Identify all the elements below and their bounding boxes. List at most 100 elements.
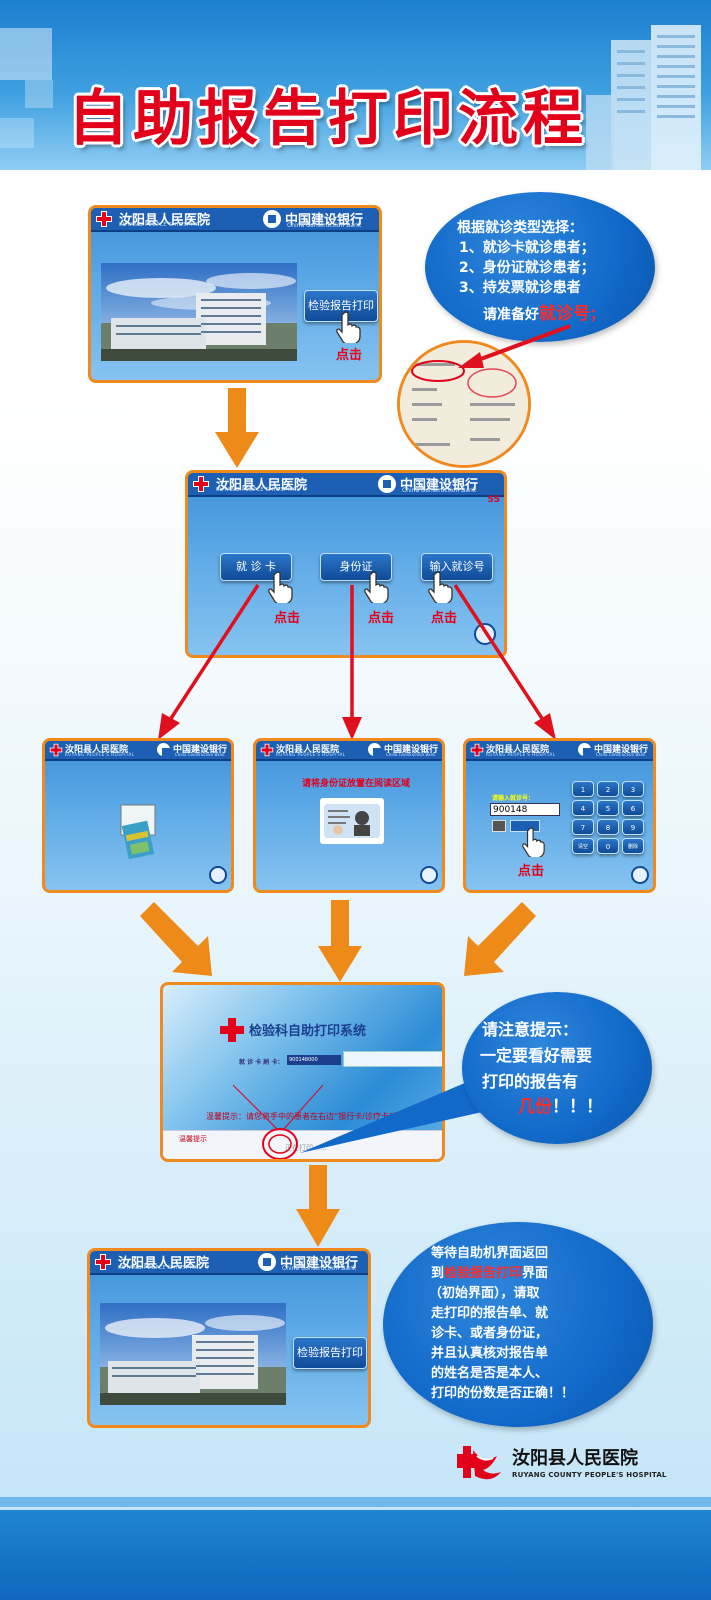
hand-pointer-icon: [522, 827, 545, 857]
bank-name-en: China Construction Bank: [386, 752, 436, 757]
click-label: 点击: [336, 348, 363, 363]
notice-line-1: 请注意提示：: [482, 1020, 579, 1039]
final-line-8: 打印的份数是否正确！！: [431, 1386, 575, 1401]
click-label: 点击: [431, 611, 458, 626]
final-instruction-bubble: 等待自助机界面返回 到检验报告打印界面 （初始界面），请取 走打印的报告单、就 …: [383, 1222, 653, 1427]
flow-arrow-down: [215, 388, 259, 468]
step3-card-screen: 汝阳县人民医院 RUYANG PEOPLE'S HOSPITAL 中国建设银行 …: [42, 738, 234, 893]
key[interactable]: 删除: [622, 838, 644, 854]
bubble-tail: [300, 1068, 500, 1153]
footer-hospital-name: 汝阳县人民医院: [512, 1448, 638, 1469]
screen-header: 汝阳县人民医院 RUYANG PEOPLE'S HOSPITAL 中国建设银行 …: [90, 1251, 368, 1275]
step4-print-system-screen: 检验科自助打印系统 就 诊 卡 刷 卡： 900148000 温馨提示：请您将手…: [160, 982, 445, 1162]
printing-status: 正在打印……: [285, 1144, 327, 1152]
system-title: 检验科自助打印系统: [249, 1024, 367, 1039]
bank-name-en: China Construction Bank: [175, 752, 225, 757]
hospital-logo-icon: [470, 743, 484, 757]
key[interactable]: 0: [597, 838, 619, 854]
red-pointer-lines: [233, 1085, 323, 1131]
prepare-suffix: ；: [590, 307, 604, 323]
hand-pointer-icon: [336, 311, 361, 343]
key[interactable]: 1: [572, 781, 594, 797]
key[interactable]: 2: [597, 781, 619, 797]
hospital-name-en: RUYANG PEOPLE'S HOSPITAL: [65, 752, 135, 757]
bank-name-en: China Construction Bank: [402, 487, 477, 494]
print-report-button[interactable]: 检验报告打印: [304, 290, 378, 322]
key[interactable]: 5: [597, 800, 619, 816]
hospital-name: 汝阳县人民医院: [486, 745, 550, 755]
footer-band-light: [0, 1497, 711, 1507]
notice-suffix: ！！！: [552, 1097, 603, 1117]
hospital-name: 汝阳县人民医院: [119, 213, 211, 228]
print-report-button[interactable]: 检验报告打印: [293, 1337, 367, 1369]
card-swipe-value: 900148000: [287, 1055, 341, 1065]
highlight-circle: [262, 1128, 298, 1159]
notice-line-4: 几份！！！: [518, 1092, 603, 1117]
key[interactable]: 4: [572, 800, 594, 816]
hand-pointer-icon: [428, 571, 453, 603]
page-title: 自助报告打印流程: [68, 84, 588, 154]
key[interactable]: 8: [597, 819, 619, 835]
bank-logo-icon: [368, 743, 381, 756]
hospital-name: 汝阳县人民医院: [216, 478, 308, 493]
final-line-2-pre: 到: [431, 1266, 445, 1281]
hospital-name: 汝阳县人民医院: [118, 1256, 210, 1271]
card-swipe-input[interactable]: [343, 1051, 442, 1067]
hospital-name: 汝阳县人民医院: [65, 745, 129, 755]
bank-name: 中国建设银行: [594, 745, 649, 755]
back-icon[interactable]: [631, 866, 649, 884]
bank-name: 中国建设银行: [280, 1256, 359, 1271]
tip-bar-label: 温馨提示: [179, 1135, 207, 1143]
back-icon[interactable]: [209, 866, 227, 884]
key[interactable]: 3: [622, 781, 644, 797]
screen-header: 汝阳县人民医院 RUYANG PEOPLE'S HOSPITAL 中国建设银行 …: [256, 741, 442, 761]
step2-select-screen: 汝阳县人民医院 RUYANG PEOPLE'S HOSPITAL 中国建设银行 …: [185, 470, 507, 658]
final-line-1: 等待自助机界面返回: [431, 1246, 549, 1261]
key[interactable]: 6: [622, 800, 644, 816]
red-arrow: [458, 324, 571, 368]
hospital-name-en: RUYANG PEOPLE'S HOSPITAL: [276, 752, 346, 757]
number-input[interactable]: 900148: [490, 803, 560, 816]
notice-bubble: 请注意提示： 一定要看好需要 打印的报告有 几份！！！: [462, 992, 652, 1144]
id-card-button[interactable]: 身份证: [320, 553, 392, 581]
final-line-6: 并且认真核对报告单: [431, 1346, 549, 1361]
bank-logo-icon: [578, 743, 591, 756]
flow-arrows-converge: [140, 900, 536, 982]
hospital-logo-icon: [95, 1254, 111, 1270]
flow-arrow-down: [296, 1165, 340, 1247]
hospital-photo: [100, 1303, 286, 1405]
hospital-logo-icon: [49, 743, 63, 757]
prepare-prefix: 请准备好: [483, 307, 539, 323]
bank-name: 中国建设银行: [173, 745, 228, 755]
clear-button[interactable]: [492, 820, 506, 832]
hand-pointer-icon: [268, 571, 293, 603]
card-swipe-label: 就 诊 卡 刷 卡：: [239, 1059, 284, 1066]
final-line-7: 的姓名是否是本人、: [431, 1366, 549, 1381]
bubble-item-1: 1、就诊卡就诊患者；: [459, 240, 595, 256]
screen-header: 汝阳县人民医院 RUYANG PEOPLE'S HOSPITAL 中国建设银行 …: [91, 208, 379, 232]
hand-pointer-icon: [364, 571, 389, 603]
final-line-4: 走打印的报告单、就: [431, 1306, 549, 1321]
header-banner: 自助报告打印流程: [0, 0, 711, 170]
hospital-name-en: RUYANG PEOPLE'S HOSPITAL: [119, 222, 203, 228]
click-label: 点击: [518, 864, 545, 879]
bank-logo-icon: [263, 210, 281, 228]
final-line-5: 诊卡、或者身份证，: [431, 1326, 549, 1341]
key[interactable]: 7: [572, 819, 594, 835]
key[interactable]: 清空: [572, 838, 594, 854]
tip-bar: 温馨提示 正在打印……: [163, 1130, 442, 1159]
input-number-button[interactable]: 输入就诊号: [421, 553, 493, 581]
key[interactable]: 9: [622, 819, 644, 835]
warm-tip: 温馨提示：请您将手中的患者在右边“银行卡/诊疗卡”插: [206, 1112, 401, 1121]
final-line-3: （初始界面），请取: [429, 1286, 540, 1301]
hospital-name: 汝阳县人民医院: [276, 745, 340, 755]
card-button[interactable]: 就 诊 卡: [220, 553, 292, 581]
hospital-logo-icon: [96, 211, 112, 227]
hospital-photo: [101, 263, 297, 361]
keypad: 1 2 3 4 5 6 7 8 9 清空 0 删除: [572, 781, 648, 863]
select-type-bubble: 根据就诊类型选择： 1、就诊卡就诊患者； 2、身份证就诊患者； 3、持发票就诊患…: [425, 192, 655, 342]
back-icon[interactable]: [420, 866, 438, 884]
final-highlight: 检验报告打印: [444, 1266, 523, 1281]
screen-header: 汝阳县人民医院 RUYANG PEOPLE'S HOSPITAL 中国建设银行 …: [466, 741, 653, 761]
